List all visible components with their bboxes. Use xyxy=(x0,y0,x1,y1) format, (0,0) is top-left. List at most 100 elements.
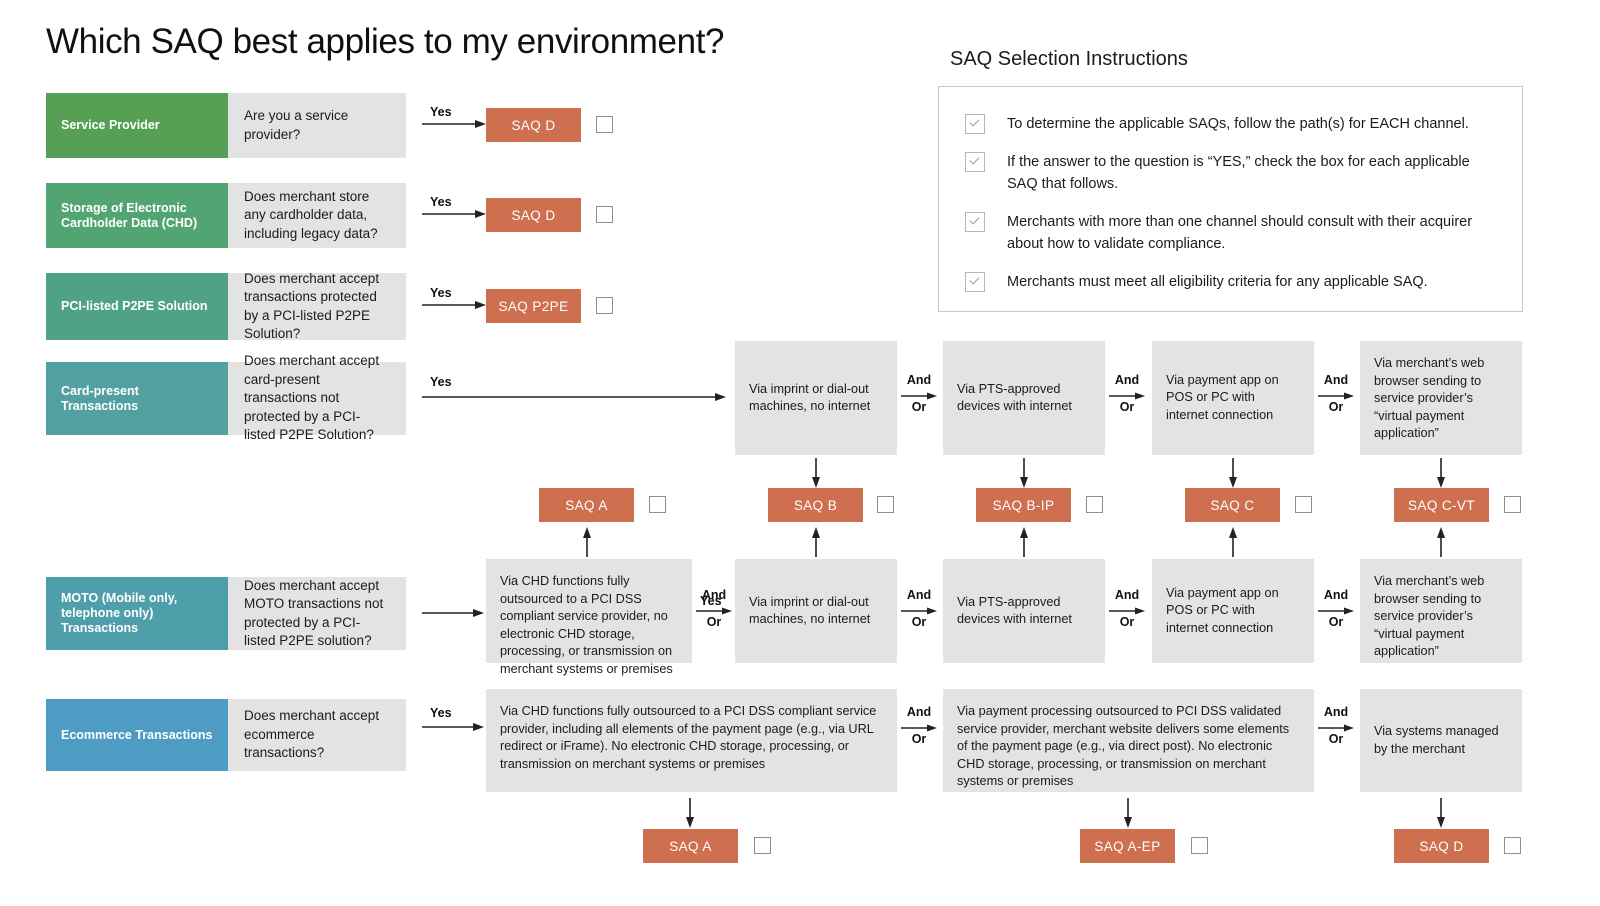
saq-checkbox[interactable] xyxy=(596,116,613,133)
saq-box-p2pe[interactable]: SAQ P2PE xyxy=(486,289,581,323)
yes-label: Yes xyxy=(430,105,452,119)
checkmark-icon[interactable] xyxy=(965,212,985,232)
arrow-right-icon xyxy=(422,392,726,402)
page-title: Which SAQ best applies to my environment… xyxy=(46,22,725,61)
yes-label: Yes xyxy=(430,375,452,389)
arrow-down-icon xyxy=(1436,798,1446,828)
category-label-p2pe: PCI-listed P2PE Solution xyxy=(46,273,228,340)
arrow-right-icon xyxy=(1109,606,1145,616)
or-label: Or xyxy=(1328,400,1344,414)
arrow-right-icon xyxy=(422,119,486,129)
saq-box-service-provider[interactable]: SAQ D xyxy=(486,108,581,142)
and-label: And xyxy=(1323,705,1349,719)
channel-box-cp-3: Via payment app on POS or PC with intern… xyxy=(1152,341,1314,455)
arrow-right-icon xyxy=(1318,723,1354,733)
row-ecommerce: Ecommerce Transactions Does merchant acc… xyxy=(46,699,406,771)
saq-box-c-vt[interactable]: SAQ C-VT xyxy=(1394,488,1489,522)
category-label-card-present: Card-present Transactions xyxy=(46,362,228,435)
instructions-panel: To determine the applicable SAQs, follow… xyxy=(938,86,1523,312)
instructions-title: SAQ Selection Instructions xyxy=(950,48,1188,70)
checkmark-icon[interactable] xyxy=(965,152,985,172)
saq-box-c[interactable]: SAQ C xyxy=(1185,488,1280,522)
arrow-right-icon xyxy=(901,723,937,733)
arrow-right-icon xyxy=(901,391,937,401)
checkmark-icon[interactable] xyxy=(965,272,985,292)
question-moto: Does merchant accept MOTO transactions n… xyxy=(228,577,406,650)
checkmark-icon[interactable] xyxy=(965,114,985,134)
row-p2pe: PCI-listed P2PE Solution Does merchant a… xyxy=(46,271,406,341)
question-service-provider: Are you a service provider? xyxy=(228,93,406,158)
row-service-provider: Service Provider Are you a service provi… xyxy=(46,93,406,158)
saq-box-a-ecom[interactable]: SAQ A xyxy=(643,829,738,863)
category-label-ecommerce: Ecommerce Transactions xyxy=(46,699,228,771)
and-label: And xyxy=(1323,373,1349,387)
arrow-right-icon xyxy=(422,722,484,732)
arrow-right-icon xyxy=(422,608,484,618)
saq-box-d-ecom[interactable]: SAQ D xyxy=(1394,829,1489,863)
saq-checkbox[interactable] xyxy=(1191,837,1208,854)
yes-label: Yes xyxy=(430,286,452,300)
channel-box-moto-5: Via merchant’s web browser sending to se… xyxy=(1360,559,1522,663)
and-label: And xyxy=(906,588,932,602)
saq-box-b[interactable]: SAQ B xyxy=(768,488,863,522)
category-label-chd-storage: Storage of Electronic Cardholder Data (C… xyxy=(46,183,228,248)
arrow-down-icon xyxy=(1228,458,1238,488)
arrow-right-icon xyxy=(422,209,486,219)
arrow-right-icon xyxy=(696,606,732,616)
instruction-item: To determine the applicable SAQs, follow… xyxy=(965,113,1496,135)
channel-box-ecom-1: Via CHD functions fully outsourced to a … xyxy=(486,689,897,792)
row-chd-storage: Storage of Electronic Cardholder Data (C… xyxy=(46,183,406,248)
saq-box-b-ip[interactable]: SAQ B-IP xyxy=(976,488,1071,522)
arrow-up-icon xyxy=(1228,527,1238,557)
and-label: And xyxy=(1114,588,1140,602)
saq-checkbox[interactable] xyxy=(596,206,613,223)
yes-label: Yes xyxy=(430,706,452,720)
instruction-text: If the answer to the question is “YES,” … xyxy=(1007,154,1470,192)
saq-checkbox[interactable] xyxy=(1086,496,1103,513)
channel-box-ecom-3: Via systems managed by the merchant xyxy=(1360,689,1522,792)
question-chd-storage: Does merchant store any cardholder data,… xyxy=(228,183,406,248)
instruction-item: Merchants with more than one channel sho… xyxy=(965,211,1496,255)
saq-box-chd-storage[interactable]: SAQ D xyxy=(486,198,581,232)
and-label: And xyxy=(701,588,727,602)
yes-label: Yes xyxy=(700,594,722,608)
channel-box-ecom-2: Via payment processing outsourced to PCI… xyxy=(943,689,1314,792)
saq-checkbox[interactable] xyxy=(754,837,771,854)
arrow-down-icon xyxy=(811,458,821,488)
arrow-down-icon xyxy=(1123,798,1133,828)
channel-box-cp-2: Via PTS-approved devices with internet xyxy=(943,341,1105,455)
saq-checkbox[interactable] xyxy=(649,496,666,513)
saq-checkbox[interactable] xyxy=(1504,496,1521,513)
category-label-service-provider: Service Provider xyxy=(46,93,228,158)
question-card-present: Does merchant accept card-present transa… xyxy=(228,353,406,442)
instruction-text: To determine the applicable SAQs, follow… xyxy=(1007,116,1469,132)
or-label: Or xyxy=(911,732,927,746)
instruction-text: Merchants must meet all eligibility crit… xyxy=(1007,274,1428,290)
yes-label: Yes xyxy=(430,195,452,209)
row-moto: MOTO (Mobile only, telephone only) Trans… xyxy=(46,577,406,650)
saq-checkbox[interactable] xyxy=(877,496,894,513)
arrow-right-icon xyxy=(901,606,937,616)
channel-box-moto-4: Via payment app on POS or PC with intern… xyxy=(1152,559,1314,663)
row-card-present: Card-present Transactions Does merchant … xyxy=(46,353,406,442)
or-label: Or xyxy=(911,615,927,629)
instruction-item: If the answer to the question is “YES,” … xyxy=(965,151,1496,195)
saq-checkbox[interactable] xyxy=(1295,496,1312,513)
arrow-down-icon xyxy=(1436,458,1446,488)
saq-box-a-ep[interactable]: SAQ A-EP xyxy=(1080,829,1175,863)
arrow-right-icon xyxy=(422,300,486,310)
channel-box-moto-3: Via PTS-approved devices with internet xyxy=(943,559,1105,663)
or-label: Or xyxy=(1119,615,1135,629)
channel-box-cp-4: Via merchant’s web browser sending to se… xyxy=(1360,341,1522,455)
and-label: And xyxy=(1323,588,1349,602)
saq-checkbox[interactable] xyxy=(1504,837,1521,854)
instruction-item: Merchants must meet all eligibility crit… xyxy=(965,271,1496,293)
saq-box-a-moto[interactable]: SAQ A xyxy=(539,488,634,522)
arrow-down-icon xyxy=(685,798,695,828)
channel-box-moto-2: Via imprint or dial-out machines, no int… xyxy=(735,559,897,663)
arrow-right-icon xyxy=(1318,391,1354,401)
or-label: Or xyxy=(1328,732,1344,746)
arrow-up-icon xyxy=(1019,527,1029,557)
channel-box-cp-1: Via imprint or dial-out machines, no int… xyxy=(735,341,897,455)
saq-checkbox[interactable] xyxy=(596,297,613,314)
